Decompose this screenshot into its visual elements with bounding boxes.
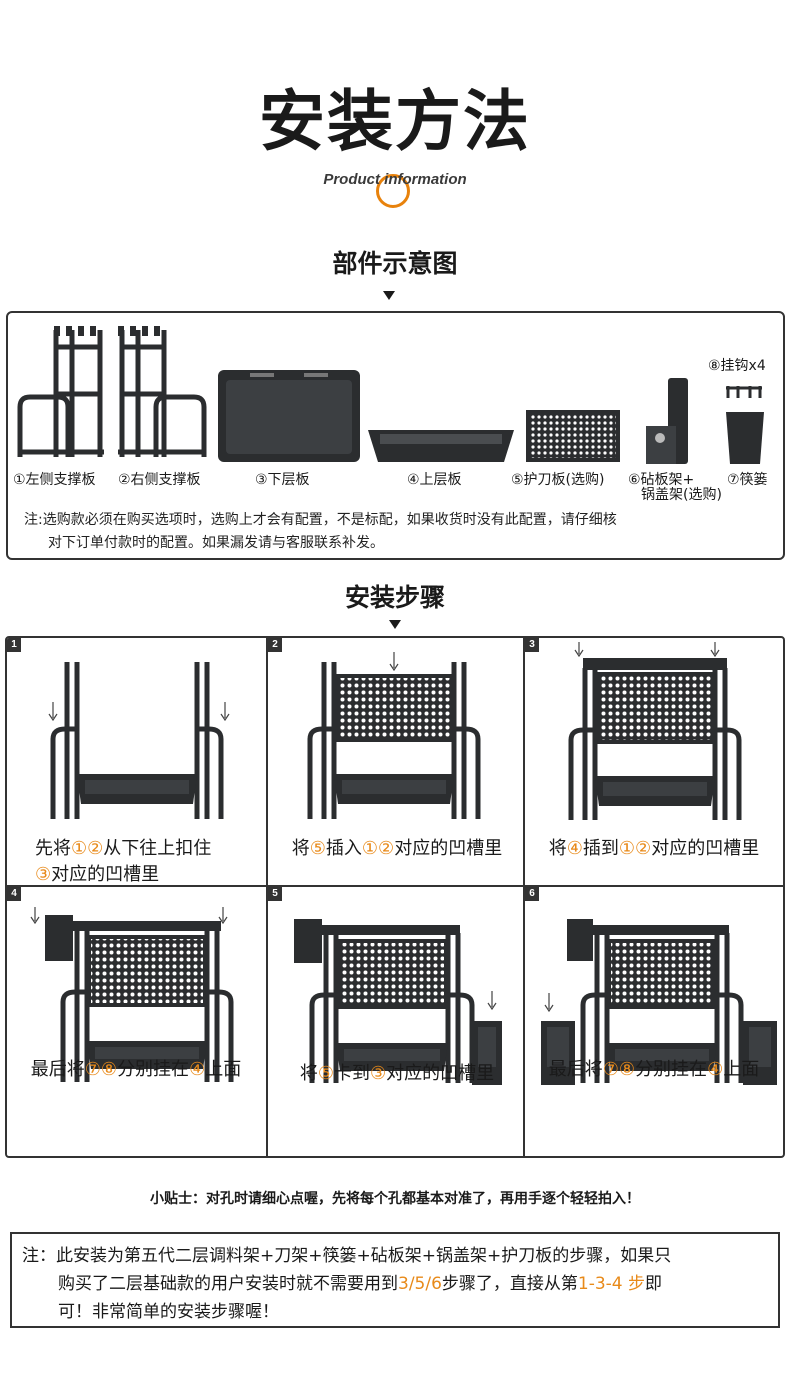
caption-text: 分别挂在 (635, 1059, 708, 1080)
chopstick-holder-illustration (726, 386, 764, 464)
step-caption: 将⑤卡到③对应的凹槽里 (268, 1059, 526, 1085)
part-label-4: ④上层板 (407, 472, 462, 488)
caption-text: 最后将 (548, 1059, 603, 1080)
grid-divider (266, 638, 268, 1156)
note-line2: 购买了二层基础款的用户安装时就不需要用到3/5/6步骤了，直接从第1-3-4 步… (22, 1270, 768, 1298)
step-caption-line2: ③对应的凹槽里 (7, 860, 265, 886)
note-line3: 可！非常简单的安装步骤喔！ (58, 1302, 279, 1322)
step-caption: 最后将⑦⑧分别挂在④上面 (7, 1055, 265, 1081)
caption-highlight: ③ (370, 1063, 387, 1084)
board-rack-illustration (646, 378, 688, 464)
note-text: 购买了二层基础款的用户安装时就不需要用到 (58, 1274, 398, 1294)
part-label-5: ⑤护刀板(选购) (511, 472, 605, 488)
step-cell-5: 5 将⑤卡到③对应的凹槽里 (268, 887, 526, 1136)
caption-text: 对应的凹槽里 (386, 1063, 495, 1084)
step-cell-2: 2 将⑤插入①②对应的凹槽里 (268, 638, 526, 887)
note-text: 即 (645, 1274, 663, 1294)
step-cell-4: 4 最后将⑦⑧分别挂在④上面 (7, 887, 265, 1136)
step-2-illustration (307, 652, 481, 819)
lower-tray-illustration (218, 370, 360, 462)
caption-highlight: ⑦⑧ (602, 1059, 636, 1080)
step-cell-1: 1 先将①②从下往上扣住 ③对应的凹槽里 (7, 638, 265, 887)
part-label-8: ⑧挂钩x4 (708, 358, 766, 374)
part-label-7: ⑦筷篓 (727, 472, 768, 488)
step-4-illustration (30, 907, 234, 1082)
page-subtitle: Product information (323, 171, 467, 188)
step-1-illustration (48, 662, 230, 819)
knife-guard-illustration (526, 410, 620, 462)
parts-note-line1: 注:选购款必须在购买选项时，选购上才会有配置，不是标配，如果收货时没有此配置，请… (24, 512, 617, 528)
caption-text: 分别挂在 (117, 1059, 190, 1080)
parts-note: 注:选购款必须在购买选项时，选购上才会有配置，不是标配，如果收货时没有此配置，请… (24, 509, 764, 555)
tip-text: 小贴士：对孔时请细心点喔，先将每个孔都基本对准了，再用手逐个轻轻拍入！ (150, 1191, 640, 1207)
step-number: 4 (7, 887, 21, 901)
caption-text: 对应的凹槽里 (51, 864, 160, 885)
step-3-illustration (568, 642, 742, 820)
page-title: 安装方法 (259, 83, 531, 160)
step-cell-6: 6 最后将⑦⑧分别挂在④上面 (525, 887, 783, 1136)
caption-highlight: ①② (71, 838, 104, 859)
step-cell-3: 3 将④插到①②对应的凹槽里 (525, 638, 783, 887)
caption-highlight: ①② (361, 838, 395, 859)
caption-text: 上面 (205, 1059, 242, 1080)
step-caption: 最后将⑦⑧分别挂在④上面 (525, 1055, 783, 1081)
caption-highlight: ①② (618, 838, 652, 859)
caption-text: 最后将 (30, 1059, 85, 1080)
caption-highlight: ④ (566, 838, 583, 859)
part-label-6: ⑥砧板架+ (628, 472, 695, 488)
caption-highlight: ⑤ (309, 838, 326, 859)
part-label-6b: 锅盖架(选购) (641, 487, 722, 503)
caption-text: 将 (548, 838, 567, 859)
caption-text: 对应的凹槽里 (651, 838, 760, 859)
steps-grid: 1 先将①②从下往上扣住 ③对应的凹槽里 2 (5, 636, 785, 1158)
upper-tray-illustration (368, 430, 514, 462)
note-text: 步骤了，直接从第 (441, 1274, 578, 1294)
caption-text: 对应的凹槽里 (394, 838, 503, 859)
caption-text: 卡到 (334, 1063, 370, 1084)
part-label-2: ②右侧支撑板 (118, 472, 201, 488)
step-number: 1 (7, 638, 21, 652)
step-caption: 将⑤插入①②对应的凹槽里 (268, 834, 526, 860)
part-label-1: ①左侧支撑板 (13, 472, 96, 488)
side-panels-illustration (17, 326, 207, 457)
caption-text: 先将 (35, 838, 71, 859)
bottom-note: 注：此安装为第五代二层调料架+刀架+筷篓+砧板架+锅盖架+护刀板的步骤，如果只 … (10, 1232, 780, 1328)
parts-note-line2: 对下订单付款时的配置。如果漏发请与客服联系补发。 (48, 535, 384, 551)
caption-text: 从下往上扣住 (103, 838, 212, 859)
caption-text: 插到 (582, 838, 619, 859)
caption-highlight: ④ (707, 1059, 724, 1080)
triangle-down-icon (389, 620, 401, 629)
caption-text: 上面 (723, 1059, 760, 1080)
step-caption: 先将①②从下往上扣住 (7, 834, 265, 860)
caption-highlight: ③ (35, 864, 52, 885)
step-6-illustration (541, 919, 777, 1085)
circle-icon (376, 174, 410, 208)
step-number: 6 (525, 887, 539, 901)
step-caption: 将④插到①②对应的凹槽里 (525, 834, 783, 860)
step-5-illustration (294, 919, 502, 1085)
parts-heading: 部件示意图 (332, 249, 458, 278)
note-line1: 注：此安装为第五代二层调料架+刀架+筷篓+砧板架+锅盖架+护刀板的步骤，如果只 (22, 1246, 672, 1266)
caption-text: 将 (299, 1063, 318, 1084)
caption-highlight: ④ (189, 1059, 206, 1080)
grid-divider (7, 885, 783, 887)
part-label-3: ③下层板 (255, 472, 310, 488)
step-number: 5 (268, 887, 282, 901)
note-highlight: 1-3-4 步 (577, 1274, 646, 1294)
caption-text: 插入 (325, 838, 362, 859)
step-number: 3 (525, 638, 539, 652)
note-highlight: 3/5/6 (398, 1274, 442, 1294)
caption-highlight: ⑤ (317, 1063, 334, 1084)
parts-panel (6, 311, 785, 560)
caption-text: 将 (291, 838, 310, 859)
steps-heading: 安装步骤 (344, 583, 445, 612)
triangle-down-icon (383, 291, 395, 300)
step-number: 2 (268, 638, 282, 652)
grid-divider (523, 638, 525, 1156)
caption-highlight: ⑦⑧ (84, 1059, 118, 1080)
